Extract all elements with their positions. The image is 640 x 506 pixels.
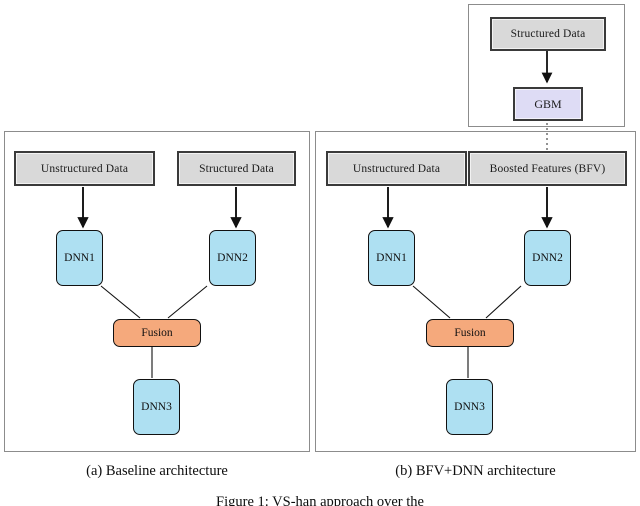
- bfv-unstructured-data-box: Unstructured Data: [326, 151, 467, 186]
- baseline-dnn2-box: DNN2: [209, 230, 256, 286]
- baseline-structured-data-box: Structured Data: [177, 151, 296, 186]
- bfv-fusion-box: Fusion: [426, 319, 514, 347]
- gbm-panel: Structured Data GBM: [468, 4, 625, 127]
- baseline-dnn3-box: DNN3: [133, 379, 180, 435]
- gbm-model-box: GBM: [513, 87, 583, 121]
- bfv-dnn-architecture-panel: Unstructured Data Boosted Features (BFV)…: [315, 131, 636, 452]
- figure-caption: Figure 1: VS-han approach over the: [216, 494, 424, 506]
- baseline-fusion-box: Fusion: [113, 319, 201, 347]
- bfv-dnn1-box: DNN1: [368, 230, 415, 286]
- bfv-boosted-features-box: Boosted Features (BFV): [468, 151, 627, 186]
- bfv-dnn3-box: DNN3: [446, 379, 493, 435]
- gbm-structured-data-box: Structured Data: [490, 17, 606, 51]
- bfv-dnn2-box: DNN2: [524, 230, 571, 286]
- baseline-dnn1-box: DNN1: [56, 230, 103, 286]
- baseline-unstructured-data-box: Unstructured Data: [14, 151, 155, 186]
- baseline-architecture-panel: Unstructured Data Structured Data DNN1 D…: [4, 131, 310, 452]
- panel-a-caption: (a) Baseline architecture: [86, 463, 228, 479]
- panel-b-caption: (b) BFV+DNN architecture: [395, 463, 556, 479]
